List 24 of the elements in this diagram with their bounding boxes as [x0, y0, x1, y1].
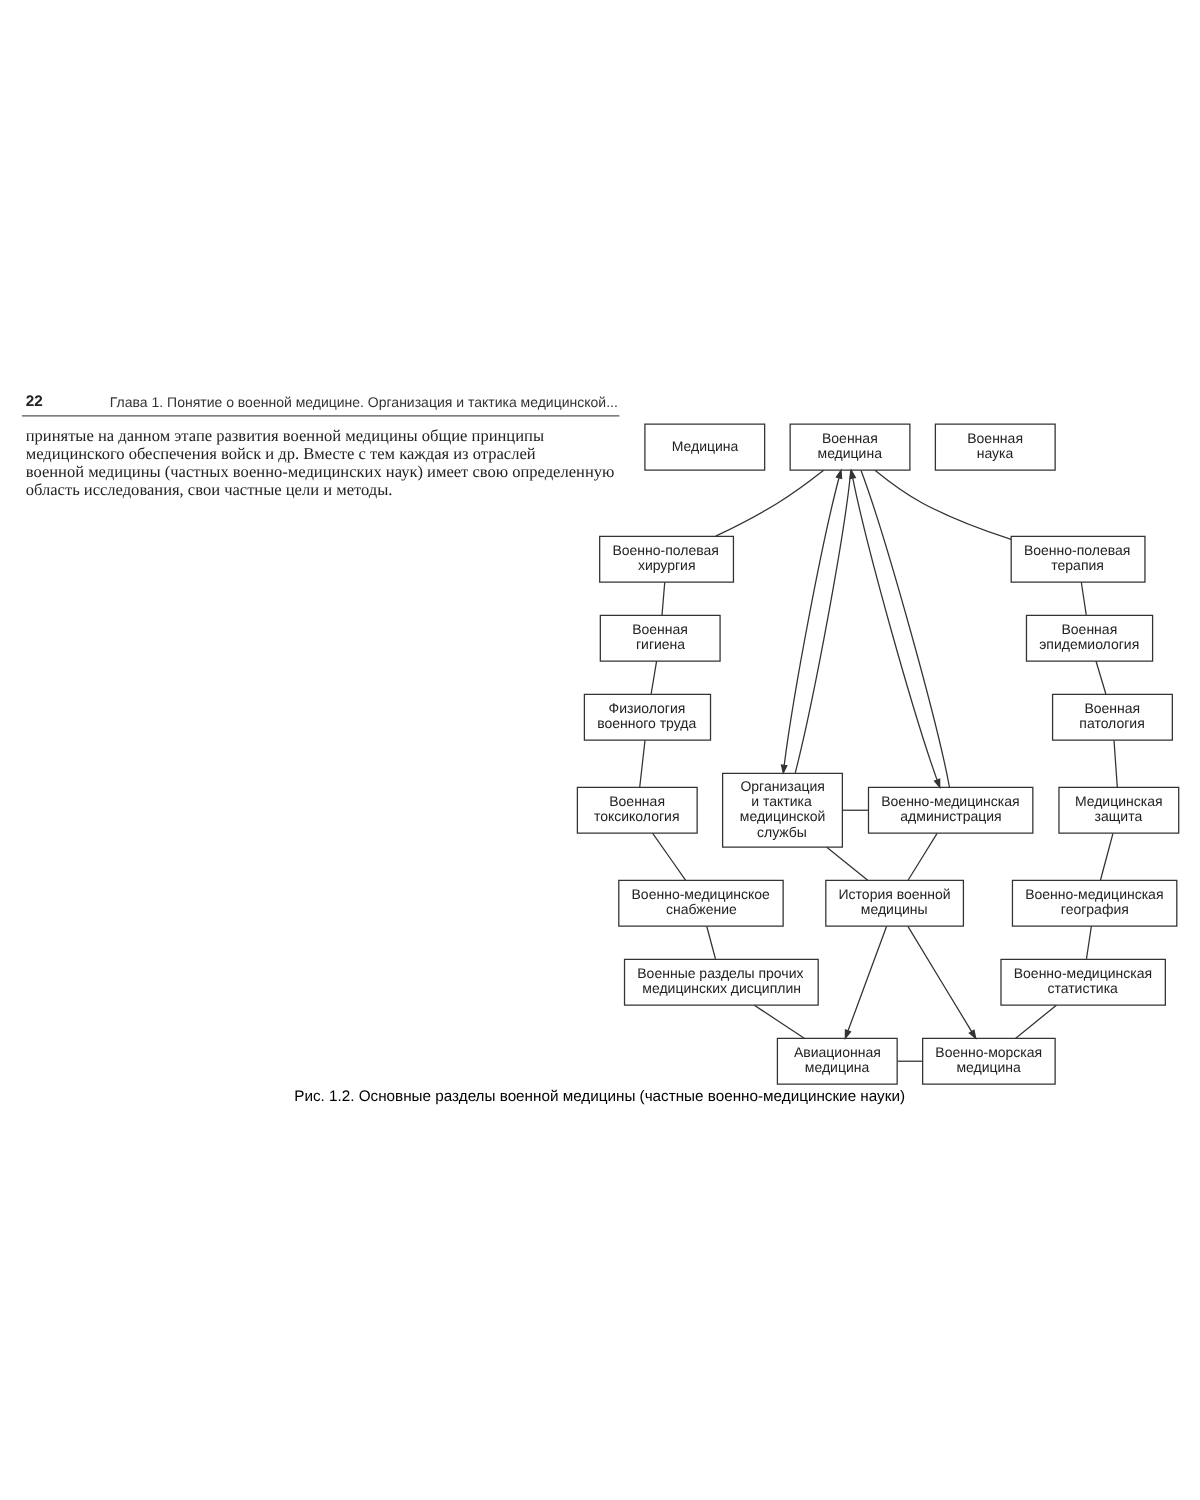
arrow [844, 924, 888, 1039]
arrow [907, 924, 977, 1039]
connector [860, 468, 951, 787]
connector [753, 1003, 805, 1038]
arrow [780, 467, 843, 774]
arrow [849, 467, 941, 789]
connector [639, 738, 646, 787]
connector [652, 831, 687, 880]
connector [715, 468, 825, 536]
connector [1080, 580, 1087, 615]
connector [1085, 924, 1092, 959]
connector [907, 831, 938, 880]
connector [1095, 659, 1107, 694]
connector [794, 468, 852, 773]
connector [650, 659, 658, 694]
connector [1113, 738, 1118, 787]
connector [1015, 1003, 1058, 1038]
connector [841, 808, 869, 810]
connector [1099, 831, 1114, 880]
connector [661, 580, 666, 615]
connector [874, 468, 1012, 539]
connector [826, 845, 869, 880]
connector [706, 924, 717, 959]
connector [897, 1059, 924, 1061]
